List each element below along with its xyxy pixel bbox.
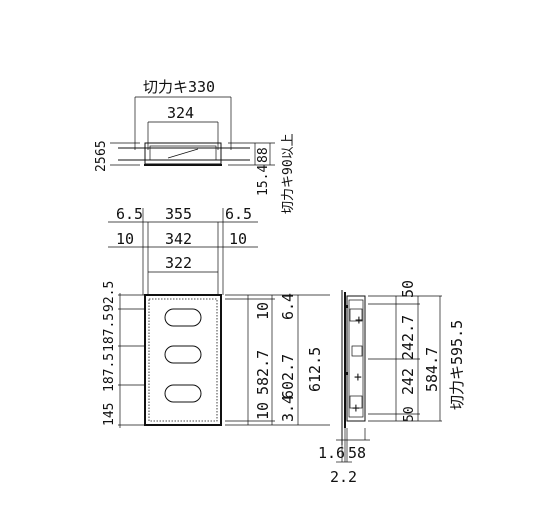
side-dim-584.7: 584.7: [423, 347, 441, 392]
front-panel-inner: [148, 298, 218, 422]
side-terminal-mid: [351, 345, 363, 357]
top-left-dim-65: 65: [94, 140, 109, 156]
top-right-dim-15.4: 15.4: [256, 165, 271, 196]
front-dim-10-left: 10: [116, 230, 134, 248]
side-body: [346, 295, 366, 422]
front-right-dim-602.7: 602.7: [279, 354, 297, 399]
outlet-slot-middle: [164, 345, 202, 364]
side-dim-50-bottom: 50: [402, 406, 417, 422]
front-view: 6.5 355 6.5 10 342 10 322 145 187.5 187.…: [102, 205, 330, 428]
top-right-dim-88: 88: [256, 147, 271, 163]
front-right-dim-10-top: 10: [254, 302, 272, 320]
front-panel-outer: [144, 294, 222, 426]
side-cutout-595.5: 切力キ595.5: [448, 320, 466, 410]
front-dim-6.5-right: 6.5: [225, 205, 252, 223]
front-dim-6.5-left: 6.5: [116, 205, 143, 223]
front-dim-355: 355: [165, 205, 192, 223]
side-view: + + + 50 242.7 242 50 584.7 切力キ595.5 1.6…: [318, 280, 466, 486]
side-terminal-bottom: [349, 395, 363, 409]
side-dim-50-top: 50: [399, 280, 417, 298]
outlet-slot-bottom: [164, 384, 202, 403]
front-right-dim-6.4: 6.4: [279, 293, 297, 320]
top-unit-diagonal: [167, 148, 199, 159]
plus-mark: +: [355, 313, 363, 328]
side-marker: [345, 305, 348, 308]
front-right-dim-10-bottom: 10: [254, 402, 272, 420]
front-left-dim-145: 145: [102, 403, 117, 426]
plus-mark: +: [352, 401, 360, 416]
plus-mark: +: [354, 370, 362, 385]
side-terminal-top: [349, 308, 363, 322]
top-cutout-depth: 切力キ90以上: [281, 133, 296, 214]
side-dim-242.7: 242.7: [399, 315, 417, 360]
front-overall-612.5: 612.5: [306, 347, 324, 392]
side-dim-2.2: 2.2: [330, 468, 357, 486]
front-right-dim-3.4: 3.4: [279, 395, 297, 422]
side-dim-1.6: 1.6: [318, 444, 345, 462]
front-left-dim-92.5: 92.5: [102, 281, 117, 312]
front-left-dim-187.5-a: 187.5: [102, 353, 117, 392]
side-marker: [345, 372, 348, 375]
front-left-dim-187.5-b: 187.5: [102, 313, 117, 352]
outlet-slot-top: [164, 308, 202, 327]
front-right-dim-582.7: 582.7: [254, 350, 272, 395]
side-body-inner: [348, 299, 364, 418]
top-left-dim-25: 25: [94, 156, 109, 172]
side-dim-242: 242: [399, 368, 417, 395]
top-width-label: 324: [167, 104, 194, 122]
front-dim-10-right: 10: [229, 230, 247, 248]
top-view: 切力キ330 324 25 65 15.4 88 切力キ90以上: [94, 78, 296, 214]
side-dim-58: 58: [348, 444, 366, 462]
top-unit-inner: [149, 145, 217, 161]
front-dim-322: 322: [165, 254, 192, 272]
front-dim-342: 342: [165, 230, 192, 248]
top-cutout-label: 切力キ330: [143, 78, 215, 96]
